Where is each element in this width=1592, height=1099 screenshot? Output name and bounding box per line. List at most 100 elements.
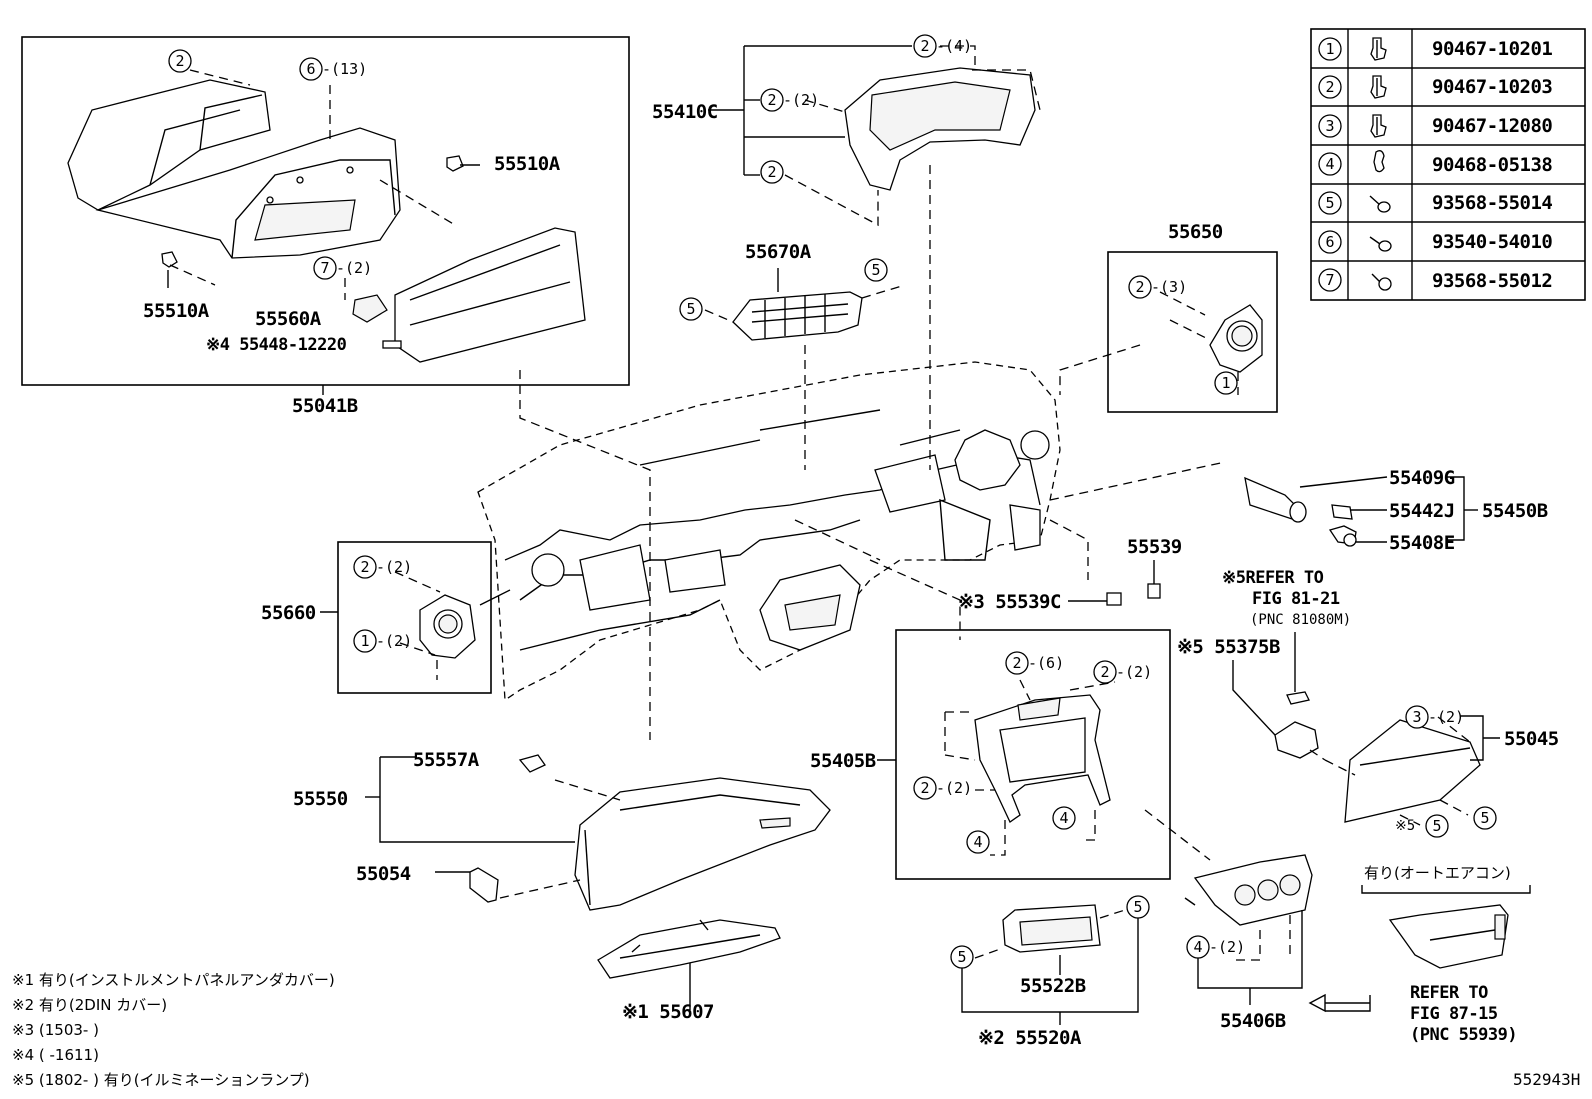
callout-group: 4 -(2) — [1186, 935, 1245, 959]
auto-ac-panel — [1361, 885, 1531, 969]
legend-num: 2 — [1325, 78, 1334, 96]
callout-number: 2 — [920, 779, 929, 797]
callout-qty: -(13) — [322, 60, 367, 78]
refer-note-1: ※5REFER TO — [1222, 568, 1324, 588]
callout-note: ※5 — [1395, 818, 1415, 834]
clip-icon — [1370, 75, 1387, 99]
callout-number: 2 — [360, 558, 369, 576]
legend-table: 1 90467-10201 2 90467-10203 3 90467-1208… — [1310, 28, 1586, 301]
callout-qty: -(2) — [1428, 708, 1464, 726]
label-55670a: 55670A — [745, 241, 812, 263]
callout-group: 2 -(2) 1 -(2) — [353, 555, 412, 653]
callout-number: 2 — [767, 163, 776, 181]
legend-part-number: 90468-05138 — [1432, 154, 1552, 176]
screw-icon — [1369, 195, 1391, 213]
label-55510a-left: 55510A — [143, 300, 210, 322]
part-55560a — [352, 294, 388, 323]
refer-note-1-pnc: (PNC 81080M) — [1250, 612, 1351, 628]
callout-group: 3 -(2) 5 ※5 5 — [1395, 705, 1497, 838]
callout-number: 4 — [1193, 938, 1202, 956]
lamp-55375b — [1232, 632, 1326, 761]
switch-box-55660 — [320, 541, 492, 694]
callout-number: 2 — [1100, 663, 1109, 681]
legend-part-number: 93540-54010 — [1432, 231, 1552, 253]
label-55539c: ※3 55539C — [958, 591, 1061, 613]
footnote: ※2 有り(2DIN カバー) — [12, 996, 167, 1014]
callout-group: 2 6 -(13) 7 -(2) — [168, 49, 372, 280]
callout-number: 2 — [1135, 278, 1144, 296]
legend-row: 1 90467-10201 — [1318, 37, 1553, 61]
label-55410c: 55410C — [652, 101, 718, 123]
legend-row: 4 90468-05138 — [1318, 150, 1553, 176]
callout-group: 2 -(3) 1 — [1128, 275, 1238, 395]
auto-ac-note: 有り(オートエアコン) — [1364, 864, 1511, 882]
callout-group: 5 5 — [679, 258, 888, 321]
label-55522b: 55522B — [1020, 975, 1086, 997]
legend-part-number: 90467-10201 — [1432, 38, 1552, 60]
refer-note-1-fig: FIG 81-21 — [1252, 589, 1340, 609]
refer-note-2-fig: FIG 87-15 — [1410, 1004, 1498, 1024]
callout-number: 6 — [306, 60, 315, 78]
lower-left-panel-assembly — [21, 36, 630, 386]
callout-group: 5 5 — [950, 895, 1150, 969]
callout-qty: -(2) — [1116, 663, 1152, 681]
footnote: ※3 (1503- ) — [12, 1021, 99, 1039]
label-55560a: 55560A — [255, 308, 322, 330]
callout-number: 5 — [871, 261, 880, 279]
callout-qty: -(2) — [376, 558, 412, 576]
legend-part-number: 93568-55014 — [1432, 192, 1552, 214]
callout-qty: -(4) — [936, 37, 972, 55]
label-55607: ※1 55607 — [622, 1001, 714, 1023]
legend-num: 7 — [1325, 271, 1334, 289]
callout-number: 2 — [1012, 654, 1021, 672]
callout-number: 5 — [686, 300, 695, 318]
callout-qty: -(2) — [936, 779, 972, 797]
refer-note-2-pnc: (PNC 55939) — [1410, 1025, 1517, 1045]
label-55448: ※4 55448-12220 — [206, 335, 347, 355]
cover-55522b — [961, 904, 1139, 1025]
under-cover-55607 — [597, 919, 781, 979]
legend-row: 2 90467-10203 — [1318, 75, 1553, 99]
callout-number: 2 — [175, 52, 184, 70]
legend-num: 5 — [1325, 194, 1334, 212]
climate-panel-55406b — [1184, 854, 1371, 1013]
callout-number: 2 — [767, 91, 776, 109]
callout-number: 5 — [1480, 809, 1489, 827]
callout-number: 1 — [360, 632, 369, 650]
legend-row: 6 93540-54010 — [1318, 230, 1553, 254]
label-55408e: 55408E — [1389, 532, 1455, 554]
callout-qty: -(3) — [1151, 278, 1187, 296]
callout-number: 3 — [1412, 708, 1421, 726]
callout-group: 2 -(6) 2 -(2) 2 -(2) 4 4 — [913, 651, 1152, 854]
footnote: ※1 有り(インストルメントパネルアンダカバー) — [12, 971, 335, 989]
callout-number: 7 — [320, 259, 329, 277]
legend-part-number: 93568-55012 — [1432, 270, 1552, 292]
part-55539 — [1068, 560, 1161, 606]
glovebox-55550 — [365, 754, 831, 1010]
callout-qty: -(2) — [783, 91, 819, 109]
legend-row: 3 90467-12080 — [1318, 114, 1553, 138]
legend-num: 1 — [1325, 40, 1334, 58]
label-55405b: 55405B — [810, 750, 876, 772]
label-55041b: 55041B — [292, 395, 358, 417]
callout-qty: -(2) — [336, 259, 372, 277]
clip-55510a-left — [161, 251, 178, 268]
callout-number: 5 — [1432, 817, 1441, 835]
label-55450b: 55450B — [1482, 500, 1548, 522]
label-55442j: 55442J — [1389, 500, 1455, 522]
diagram-id: 552943H — [1513, 1070, 1580, 1089]
center-cluster-55405b — [877, 629, 1211, 880]
clip-icon — [1370, 114, 1387, 138]
label-55510a-top: 55510A — [494, 153, 561, 175]
callout-number: 4 — [973, 833, 982, 851]
legend-row: 5 93568-55014 — [1318, 191, 1553, 215]
label-55660: 55660 — [261, 602, 316, 624]
callout-group: 2 -(4) 2 -(2) 2 — [760, 34, 972, 184]
callout-qty: -(2) — [1209, 938, 1245, 956]
label-55406b: 55406B — [1220, 1010, 1286, 1032]
label-55045: 55045 — [1504, 728, 1559, 750]
refer-note-2: REFER TO — [1410, 983, 1488, 1003]
callout-number: 4 — [1059, 809, 1068, 827]
